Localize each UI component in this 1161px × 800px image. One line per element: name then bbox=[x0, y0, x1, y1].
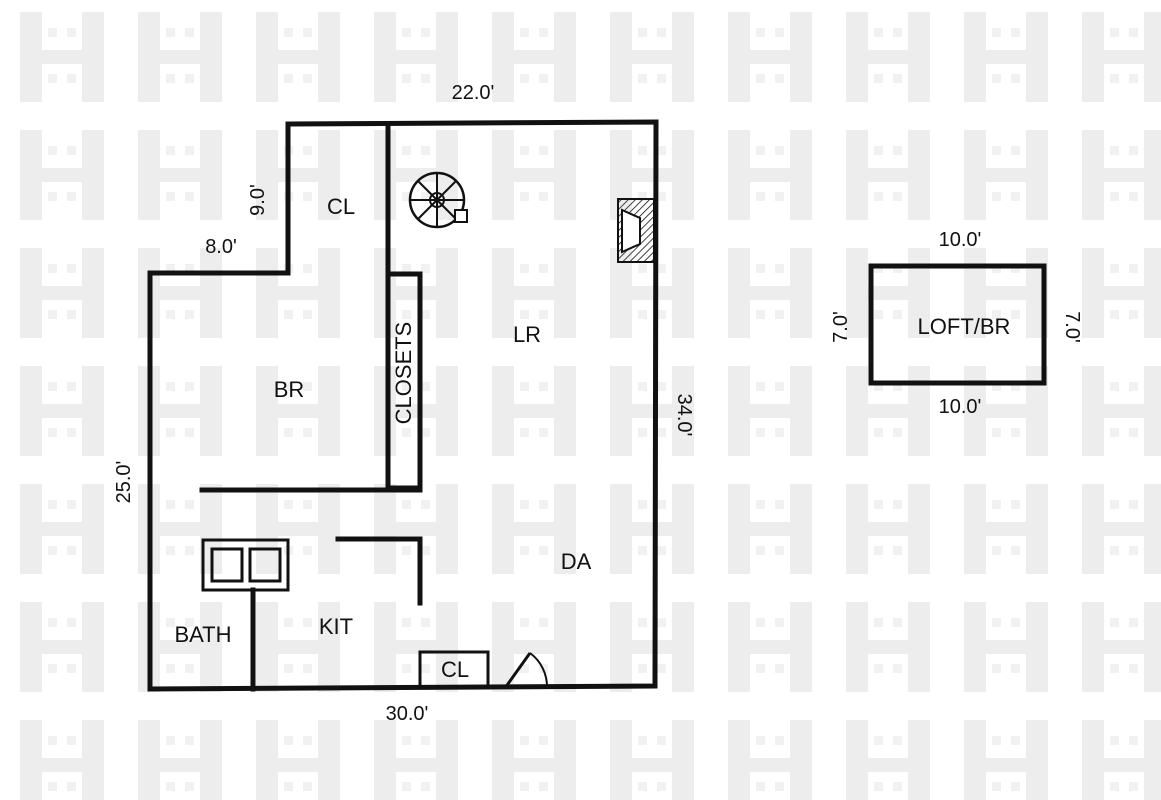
dimension-loft-top: 10.0' bbox=[939, 229, 982, 251]
room-label-cl-upper: CL bbox=[327, 194, 355, 219]
fireplace-icon bbox=[617, 198, 655, 263]
room-label-closets: CLOSETS bbox=[391, 322, 416, 425]
dimension-loft-bottom: 10.0' bbox=[939, 396, 982, 418]
room-label-kit: KIT bbox=[319, 614, 353, 639]
sink-icon bbox=[201, 538, 290, 592]
dimension-right: 34.0' bbox=[673, 394, 695, 437]
outer-wall bbox=[147, 119, 659, 692]
dimension-step-horizontal: 8.0' bbox=[205, 236, 237, 258]
room-label-br: BR bbox=[274, 377, 305, 402]
dimension-bottom: 30.0' bbox=[386, 703, 429, 725]
partition-kitchen bbox=[335, 536, 423, 606]
dimension-step-vertical: 9.0' bbox=[247, 184, 269, 216]
loft-box bbox=[868, 263, 1047, 386]
room-label-lr: LR bbox=[513, 322, 541, 347]
door-swing-icon bbox=[503, 652, 549, 689]
lower-closet-box bbox=[418, 650, 490, 690]
room-label-bath: BATH bbox=[174, 622, 231, 647]
dimension-loft-left: 7.0' bbox=[830, 311, 852, 343]
room-label-cl-lower: CL bbox=[441, 657, 469, 682]
room-label-loft: LOFT/BR bbox=[918, 314, 1011, 339]
dimension-top: 22.0' bbox=[452, 82, 495, 104]
dimension-left: 25.0' bbox=[113, 461, 135, 504]
spiral-stair-icon bbox=[408, 171, 468, 229]
dimension-loft-right: 7.0' bbox=[1061, 311, 1083, 343]
room-label-da: DA bbox=[561, 549, 592, 574]
